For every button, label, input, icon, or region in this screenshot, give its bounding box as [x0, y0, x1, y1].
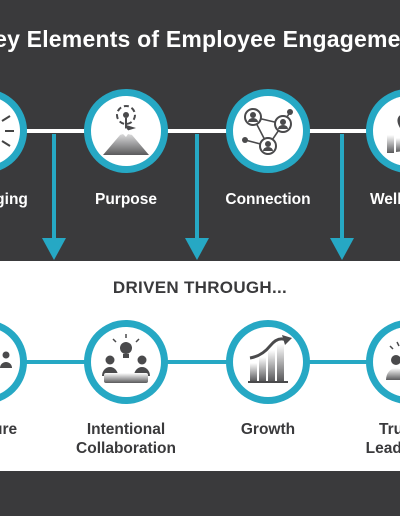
growth-chart-icon [226, 320, 310, 404]
down-arrow-2 [185, 134, 209, 260]
mountain-target-icon [84, 89, 168, 173]
element-label-wellbeing: Well-being [369, 191, 400, 208]
driver-label-intentional-collaboration: Intentional Collaboration [76, 421, 176, 457]
group-icon [0, 322, 27, 402]
driver-label-trusted-leadership: Trusted Leadership [365, 421, 400, 457]
meeting-idea-icon [84, 320, 168, 404]
element-label-purpose: Purpose [94, 191, 157, 208]
element-label-connection: Connection [225, 191, 311, 208]
driver-label-growth: Growth [240, 421, 296, 438]
down-arrow-3 [330, 134, 354, 260]
sunburst-icon [0, 91, 27, 171]
people-network-icon [226, 89, 310, 173]
page-title: Key Elements of Employee Engagement [0, 26, 400, 52]
hand-plant-icon [366, 89, 400, 173]
drivers-band [0, 261, 400, 471]
down-arrow-1 [42, 134, 66, 260]
element-label-belonging: Belonging [0, 191, 28, 208]
driven-through-heading: DRIVEN THROUGH... [112, 278, 288, 297]
footer-band [0, 471, 400, 516]
leader-presentation-icon [366, 320, 400, 404]
driver-label-culture: Culture [0, 421, 18, 438]
